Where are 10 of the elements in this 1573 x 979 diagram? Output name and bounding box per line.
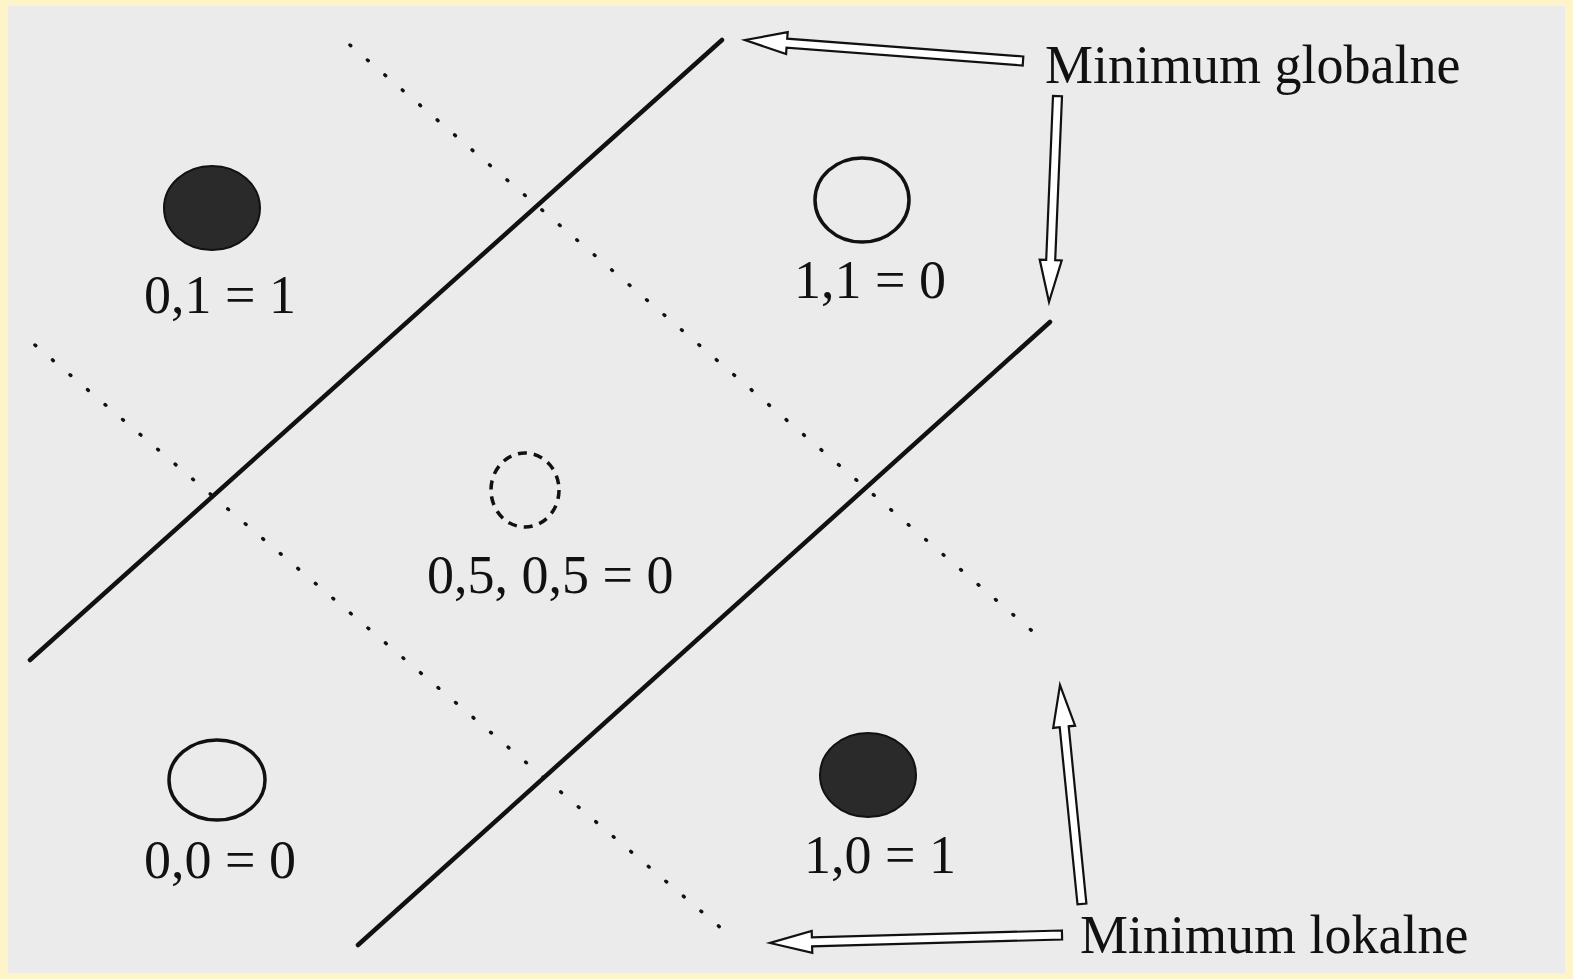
- point-label: 1,1 = 0: [794, 253, 946, 307]
- point-label: 0,0 = 0: [144, 833, 296, 887]
- hollow-arrow: [765, 929, 1064, 955]
- point-label: 1,0 = 1: [804, 828, 956, 882]
- hollow-arrow: [1051, 680, 1088, 906]
- hollow-arrow: [740, 30, 1025, 67]
- point-label: 0,5, 0,5 = 0: [427, 548, 674, 602]
- annotation-label: Minimum lokalne: [1080, 908, 1469, 962]
- hollow-arrow: [1038, 94, 1064, 307]
- point-label: 0,1 = 1: [144, 268, 296, 322]
